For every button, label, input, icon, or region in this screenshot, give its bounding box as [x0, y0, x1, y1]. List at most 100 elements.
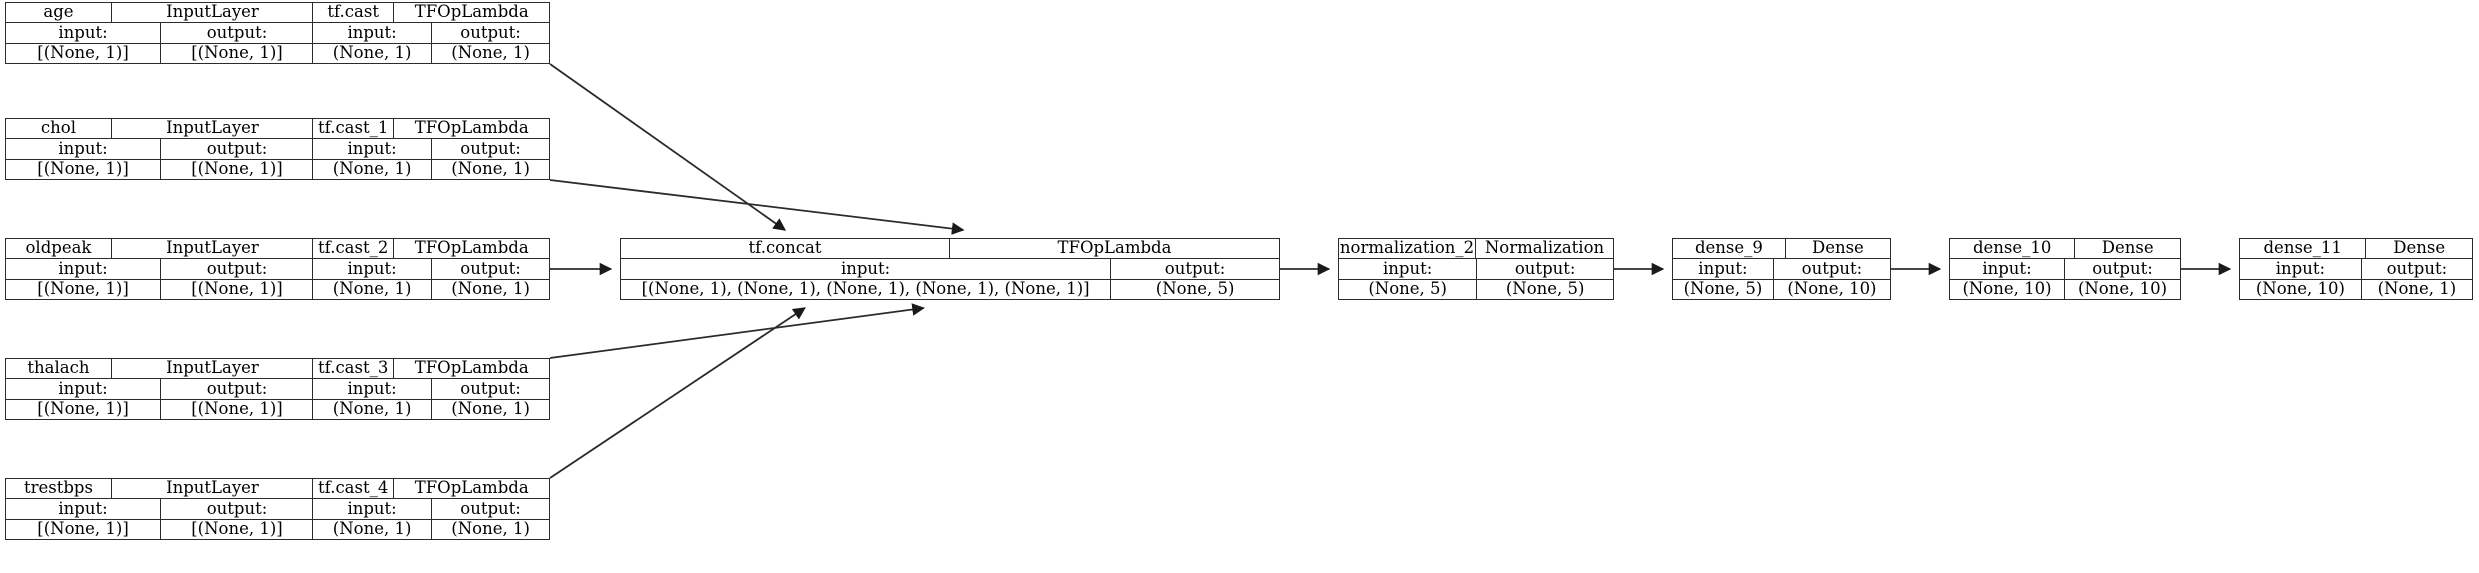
input-label: input:: [313, 499, 433, 519]
output-shape-value: (None, 1): [451, 519, 530, 539]
input-label: input:: [1673, 259, 1774, 279]
node-class-label: TFOpLambda: [414, 479, 529, 498]
input-shape-value: (None, 1): [313, 519, 433, 539]
node-io-labels-dense_11: input:output:: [2240, 259, 2472, 280]
input-shape-value: [(None, 1), (None, 1), (None, 1), (None,…: [621, 279, 1112, 299]
input-shape-value: (None, 1): [313, 159, 433, 179]
node-io-labels-tf.cast_2: input: output:: [313, 259, 549, 280]
node-io-labels-tf.cast_3: input:output:: [313, 379, 549, 400]
output-shape-value: (None, 5): [1155, 279, 1235, 299]
input-label: input:: [313, 259, 433, 279]
node-io-labels-trestbps: input:output:: [6, 499, 313, 520]
output-shape-value: (None, 1): [2377, 279, 2457, 299]
output-label: output:: [2386, 259, 2448, 278]
output-label: output:: [1514, 259, 1576, 278]
node-class-label: InputLayer: [166, 479, 259, 498]
output-shape-value: [(None, 1)]: [191, 43, 283, 63]
output-shape-value: (None, 10): [2077, 279, 2168, 299]
node-name-label: oldpeak: [6, 239, 112, 259]
node-name-label: dense_11: [2240, 239, 2367, 259]
edge-tf.cast_1-to-tf.concat: [549, 179, 965, 235]
node-io-shapes-tf.cast_4: (None, 1) (None, 1): [313, 519, 549, 539]
node-io-shapes-trestbps: [(None, 1)][(None, 1)]: [6, 519, 313, 539]
node-class-label: TFOpLambda: [414, 359, 529, 378]
node-io-shapes-tf.concat: [(None, 1), (None, 1), (None, 1), (None,…: [621, 279, 1279, 299]
output-label: output:: [206, 23, 268, 42]
output-label: output:: [1801, 259, 1863, 278]
edge-tf.cast_4-to-tf.concat: [549, 307, 806, 479]
node-io-shapes-tf.cast_2: (None, 1)(None, 1): [313, 279, 549, 299]
node-name-label: chol: [6, 119, 112, 139]
node-header-tf.cast_1: tf.cast_1 TFOpLambda: [313, 119, 549, 140]
node-io-shapes-tf.cast_3: (None, 1)(None, 1): [313, 399, 549, 419]
node-io-labels-normalization_2: input: output:: [1339, 259, 1613, 280]
node-io-labels-tf.concat: input:output:: [621, 259, 1279, 280]
input-label: input:: [6, 379, 162, 399]
node-io-labels-oldpeak: input: output:: [6, 259, 313, 280]
output-label: output:: [460, 259, 521, 278]
input-label: input:: [6, 499, 162, 519]
input-shape-value: (None, 1): [313, 43, 433, 63]
node-class-label: TFOpLambda: [414, 119, 529, 138]
node-class-label: Dense: [2393, 239, 2446, 258]
node-header-thalach: thalach InputLayer: [6, 359, 313, 380]
node-class-label: Dense: [2101, 239, 2154, 258]
input-shape-value: (None, 10): [2240, 279, 2362, 299]
output-label: output:: [2092, 259, 2153, 278]
node-io-shapes-dense_10: (None, 10)(None, 10): [1950, 279, 2180, 299]
node-io-labels-dense_10: input:output:: [1950, 259, 2180, 280]
node-class-label: TFOpLambda: [414, 3, 529, 22]
node-header-dense_11: dense_11 Dense: [2240, 239, 2472, 260]
node-name-label: tf.cast_1: [313, 119, 395, 139]
node-name-label: tf.cast_2: [313, 239, 395, 259]
output-label: output:: [460, 499, 521, 518]
output-shape-value: [(None, 1)]: [191, 279, 283, 299]
node-io-labels-tf.cast: input:output:: [313, 23, 549, 44]
output-shape-value: (None, 1): [451, 399, 530, 419]
input-label: input:: [1339, 259, 1478, 279]
node-class-label: InputLayer: [166, 359, 259, 378]
node-class-label: Normalization: [1484, 239, 1605, 258]
input-label: input:: [313, 379, 433, 399]
node-io-labels-tf.cast_1: input:output:: [313, 139, 549, 160]
edge-tf.cast-to-tf.concat: [549, 63, 787, 231]
node-name-label: thalach: [6, 359, 112, 379]
input-shape-value: [(None, 1)]: [6, 159, 162, 179]
output-label: output:: [1164, 259, 1226, 278]
edge-tf.cast_3-to-tf.concat: [549, 303, 925, 359]
node-io-shapes-dense_11: (None, 10) (None, 1): [2240, 279, 2472, 299]
output-shape-value: [(None, 1)]: [191, 159, 283, 179]
node-io-shapes-tf.cast_1: (None, 1)(None, 1): [313, 159, 549, 179]
output-shape-value: (None, 5): [1505, 279, 1585, 299]
input-label: input:: [6, 259, 162, 279]
node-io-shapes-oldpeak: [(None, 1)][(None, 1)]: [6, 279, 313, 299]
output-label: output:: [206, 259, 268, 278]
input-label: input:: [6, 139, 162, 159]
node-class-label: InputLayer: [166, 3, 259, 22]
